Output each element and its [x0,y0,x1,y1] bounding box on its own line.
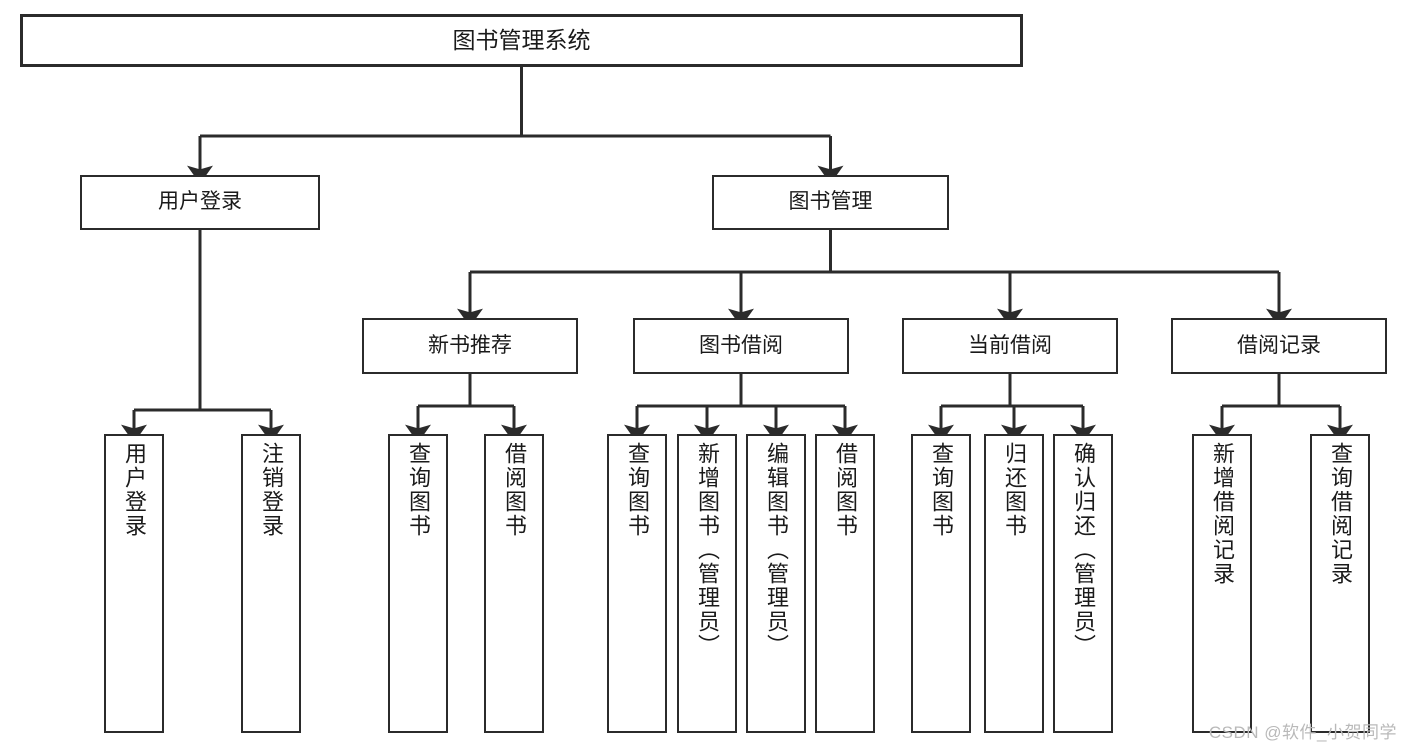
node-l-logout[interactable]: 注销登录 [241,434,301,733]
node-l-edit[interactable]: 编辑图书（管理员） [746,434,806,733]
node-label: 借阅记录 [1237,333,1321,357]
node-label: 图书管理系统 [452,26,591,53]
node-label: 用户登录 [158,190,242,214]
node-l-borrow1[interactable]: 借阅图书 [484,434,544,733]
node-label: 查询借阅记录 [1328,442,1353,586]
node-l-addrec[interactable]: 新增借阅记录 [1192,434,1252,733]
edge-group [121,67,1353,443]
node-bookmgmt[interactable]: 图书管理 [712,175,949,230]
node-label: 图书借阅 [699,333,783,357]
node-current[interactable]: 当前借阅 [902,318,1118,374]
node-l-borrow2[interactable]: 借阅图书 [815,434,875,733]
node-l-query1[interactable]: 查询图书 [388,434,448,733]
node-label: 借阅图书 [833,442,858,538]
node-borrow[interactable]: 图书借阅 [633,318,849,374]
node-label: 借阅图书 [502,442,527,538]
node-l-add[interactable]: 新增图书（管理员） [677,434,737,733]
node-label: 图书管理 [788,190,873,214]
node-label: 查询图书 [406,442,431,538]
node-label: 注销登录 [259,442,284,538]
node-newbook[interactable]: 新书推荐 [362,318,578,374]
node-label: 归还图书 [1002,442,1027,538]
node-label: 查询图书 [625,442,650,538]
node-label: 编辑图书（管理员） [764,442,789,658]
node-label: 确认归还（管理员） [1071,442,1096,658]
node-records[interactable]: 借阅记录 [1171,318,1387,374]
node-l-qryrec[interactable]: 查询借阅记录 [1310,434,1370,733]
node-label: 新增借阅记录 [1210,442,1235,586]
node-login[interactable]: 用户登录 [80,175,320,230]
node-l-query2[interactable]: 查询图书 [607,434,667,733]
node-l-confirm[interactable]: 确认归还（管理员） [1053,434,1113,733]
node-root[interactable]: 图书管理系统 [20,14,1023,67]
node-label: 用户登录 [122,442,147,538]
node-label: 查询图书 [929,442,954,538]
node-label: 新增图书（管理员） [695,442,720,658]
node-label: 新书推荐 [428,333,512,357]
node-l-login[interactable]: 用户登录 [104,434,164,733]
node-label: 当前借阅 [968,333,1052,357]
node-l-query3[interactable]: 查询图书 [911,434,971,733]
node-l-return[interactable]: 归还图书 [984,434,1044,733]
